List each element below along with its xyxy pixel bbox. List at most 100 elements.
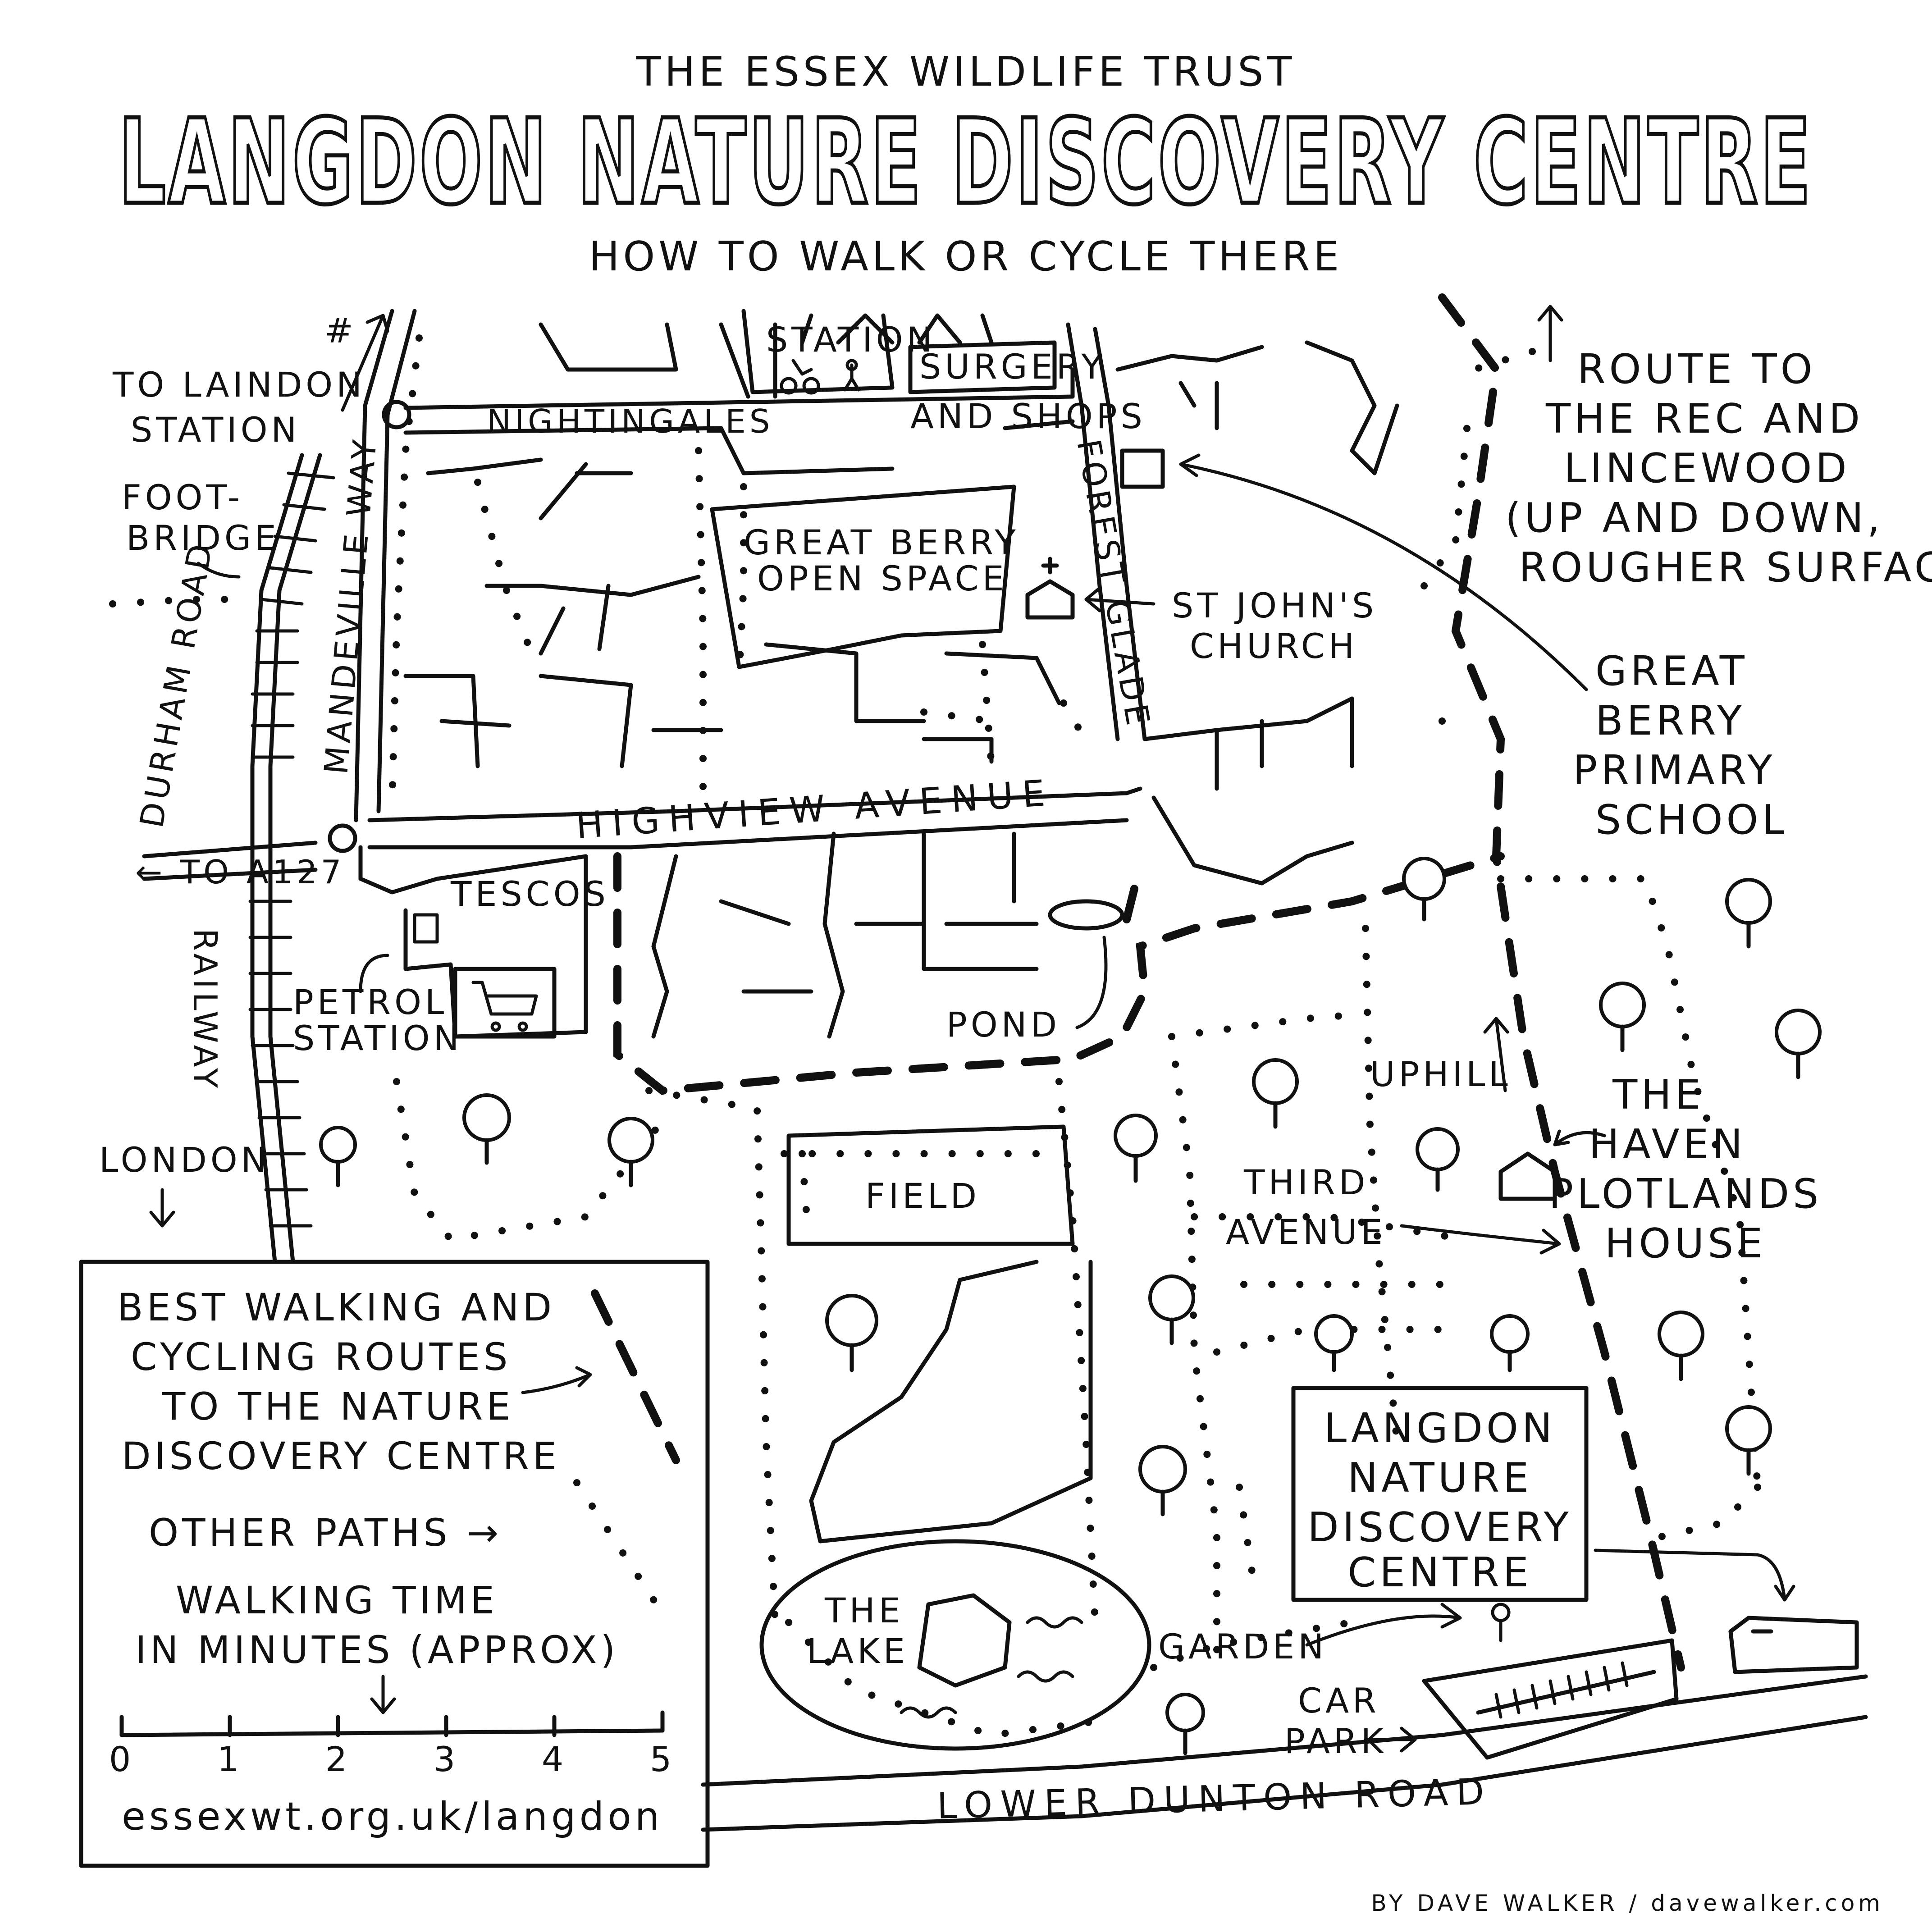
petrol-line-1: PETROL <box>293 982 448 1022</box>
legend-best-4: DISCOVERY CENTRE <box>122 1434 560 1478</box>
tree-icon <box>1165 1693 1205 1755</box>
tree-icon <box>462 1093 511 1165</box>
walking-time-scale: 0 1 2 3 4 5 <box>109 1710 671 1779</box>
tree-icon <box>1402 857 1446 922</box>
legend-box: BEST WALKING AND CYCLING ROUTES TO THE N… <box>79 1260 710 1868</box>
centre-line-4: CENTRE <box>1347 1549 1532 1596</box>
nature-centre-box: LANGDON NATURE DISCOVERY CENTRE <box>1291 1386 1859 1674</box>
route-line-3: LINCEWOOD <box>1564 445 1850 492</box>
uphill-label: UPHILL <box>1370 1054 1512 1094</box>
footbridge-line-1: FOOT- <box>122 477 243 517</box>
durham-road-label: DURHAM ROAD <box>132 538 220 830</box>
tree-icon <box>1138 1445 1187 1516</box>
haven-house-icon <box>1498 1151 1557 1201</box>
tree-icon <box>1252 1058 1299 1129</box>
tree-icon <box>1314 1314 1354 1372</box>
shopping-trolley-icon <box>471 981 538 1032</box>
centre-line-2: NATURE <box>1347 1454 1532 1502</box>
legend-dash-sample <box>591 1289 680 1464</box>
car-park-line-1: CAR <box>1298 1681 1380 1721</box>
flower-icon <box>1491 1603 1511 1642</box>
scale-tick-2: 2 <box>325 1739 351 1779</box>
tree-icon <box>1148 1274 1195 1345</box>
lake-line-1: THE <box>824 1590 904 1631</box>
church-icon <box>1025 557 1075 620</box>
best-route-pond <box>1123 879 1140 923</box>
page-title: LANGDON NATURE DISCOVERY CENTRE <box>119 95 1813 231</box>
tree-icon <box>1114 1114 1158 1183</box>
church-line-2: CHURCH <box>1190 626 1358 666</box>
garden-label: GARDEN <box>1158 1626 1327 1667</box>
station-sign: STATION <box>741 309 936 395</box>
centre-line-1: LANGDON <box>1324 1405 1556 1452</box>
route-line-1: ROUTE TO <box>1577 346 1816 393</box>
tree-icon <box>1658 1311 1704 1381</box>
school-line-3: PRIMARY <box>1573 747 1776 794</box>
trees <box>319 857 1822 1755</box>
tree-icon <box>1725 1405 1772 1476</box>
lower-dunton-road-label: LOWER DUNTON ROAD <box>936 1771 1493 1827</box>
school-line-2: BERRY <box>1595 697 1745 744</box>
best-route-loop <box>613 852 1505 1095</box>
page-subtitle: HOW TO WALK OR CYCLE THERE <box>589 233 1343 280</box>
london-label: LONDON <box>99 1140 270 1180</box>
tree-icon <box>1775 1009 1822 1079</box>
haven-line-2: HAVEN <box>1589 1121 1746 1168</box>
organisation-title: THE ESSEX WILDLIFE TRUST <box>636 48 1296 96</box>
scale-tick-3: 3 <box>434 1739 459 1779</box>
surgery-sign: SURGERY AND SHOPS <box>908 340 1146 436</box>
legend-other-paths: OTHER PATHS → <box>149 1511 502 1555</box>
centre-building-icon <box>1728 1616 1859 1674</box>
legend-dot-sample <box>573 1479 666 1617</box>
tree-icon <box>1725 878 1772 949</box>
legend-walk-2: IN MINUTES (APPROX) <box>135 1628 619 1672</box>
forest-glade-label: FOREST GLADE <box>1069 436 1158 731</box>
lake-line-2: LAKE <box>807 1631 909 1671</box>
legend-best-1: BEST WALKING AND <box>117 1285 555 1329</box>
surgery-label: SURGERY <box>919 347 1106 387</box>
church-line-1: ST JOHN'S <box>1172 585 1377 626</box>
tescos-site: TESCOS PETROL STATION <box>293 845 609 1058</box>
third-avenue-line-2: AVENUE <box>1226 1212 1386 1252</box>
route-line-2: THE REC AND <box>1545 395 1863 443</box>
field: FIELD <box>786 1124 1093 1544</box>
tree-icon <box>1599 982 1646 1052</box>
hash-icon: # <box>324 311 357 351</box>
railway-line: RAILWAY <box>186 453 335 1264</box>
nightingales-label: NIGHTINGALES <box>487 402 773 440</box>
legend-best-3: TO THE NATURE <box>162 1384 514 1429</box>
third-avenue-line-1: THIRD <box>1243 1162 1369 1202</box>
cycle-icon <box>780 359 820 395</box>
tree-icon <box>825 1294 878 1372</box>
scale-tick-0: 0 <box>109 1739 134 1779</box>
school-line-4: SCHOOL <box>1595 796 1788 844</box>
centre-line-3: DISCOVERY <box>1307 1504 1572 1551</box>
mandeville-way-label: MANDEVILLE WAY <box>317 435 384 776</box>
open-space-boundary <box>710 484 1016 669</box>
station-label: STATION <box>766 320 936 360</box>
footbridge-line-2: BRIDGE <box>126 518 280 558</box>
website-url: essexwt.org.uk/langdon <box>122 1794 663 1839</box>
tescos-label: TESCOS <box>450 874 609 914</box>
haven-line-1: THE <box>1612 1071 1704 1119</box>
haven-line-3: PLOTLANDS <box>1549 1170 1822 1218</box>
school-icon <box>1120 448 1165 489</box>
pond-label: POND <box>946 1005 1060 1045</box>
scale-tick-1: 1 <box>217 1739 242 1779</box>
route-line-4: (UP AND DOWN, <box>1505 494 1884 542</box>
other-paths <box>109 334 1761 1739</box>
railway-label: RAILWAY <box>186 928 224 1092</box>
tree-icon <box>607 1117 654 1188</box>
and-shops-label: AND SHOPS <box>910 396 1146 436</box>
scale-tick-4: 4 <box>542 1739 567 1779</box>
laindon-line-2: STATION <box>131 410 300 450</box>
legend-walk-1: WALKING TIME <box>176 1578 498 1622</box>
haven-line-4: HOUSE <box>1605 1220 1766 1267</box>
tree-icon <box>1490 1314 1530 1372</box>
car-park: CAR PARK <box>1284 1638 1679 1761</box>
walk-icon <box>843 359 860 392</box>
pond <box>1048 899 1124 931</box>
credit-line: BY DAVE WALKER / davewalker.com <box>1371 1890 1884 1916</box>
legend-best-2: CYCLING ROUTES <box>131 1335 511 1379</box>
